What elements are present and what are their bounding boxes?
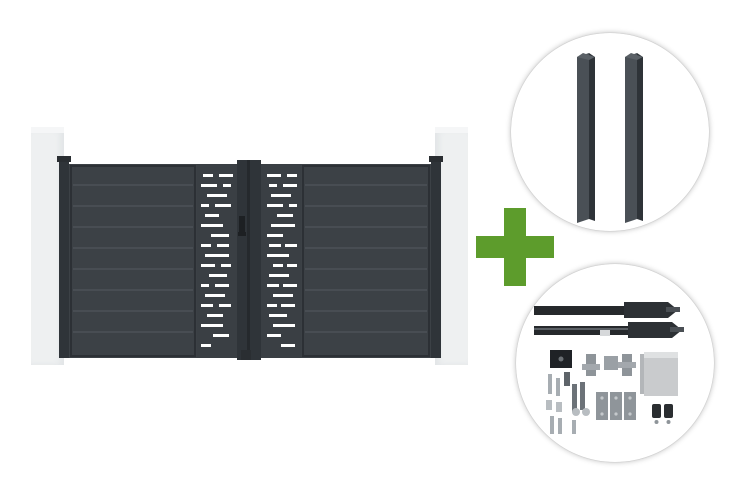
- plus-sign-vertical: [504, 208, 526, 286]
- left-pillar: [31, 130, 64, 365]
- posts-circle: [511, 33, 709, 231]
- right-pillar-cap: [435, 127, 468, 133]
- gate-posts: [577, 53, 643, 223]
- swing-gate: [57, 156, 443, 360]
- motor-kit: [534, 302, 684, 434]
- left-pillar-cap: [31, 127, 64, 133]
- motor-kit-circle: [516, 264, 714, 462]
